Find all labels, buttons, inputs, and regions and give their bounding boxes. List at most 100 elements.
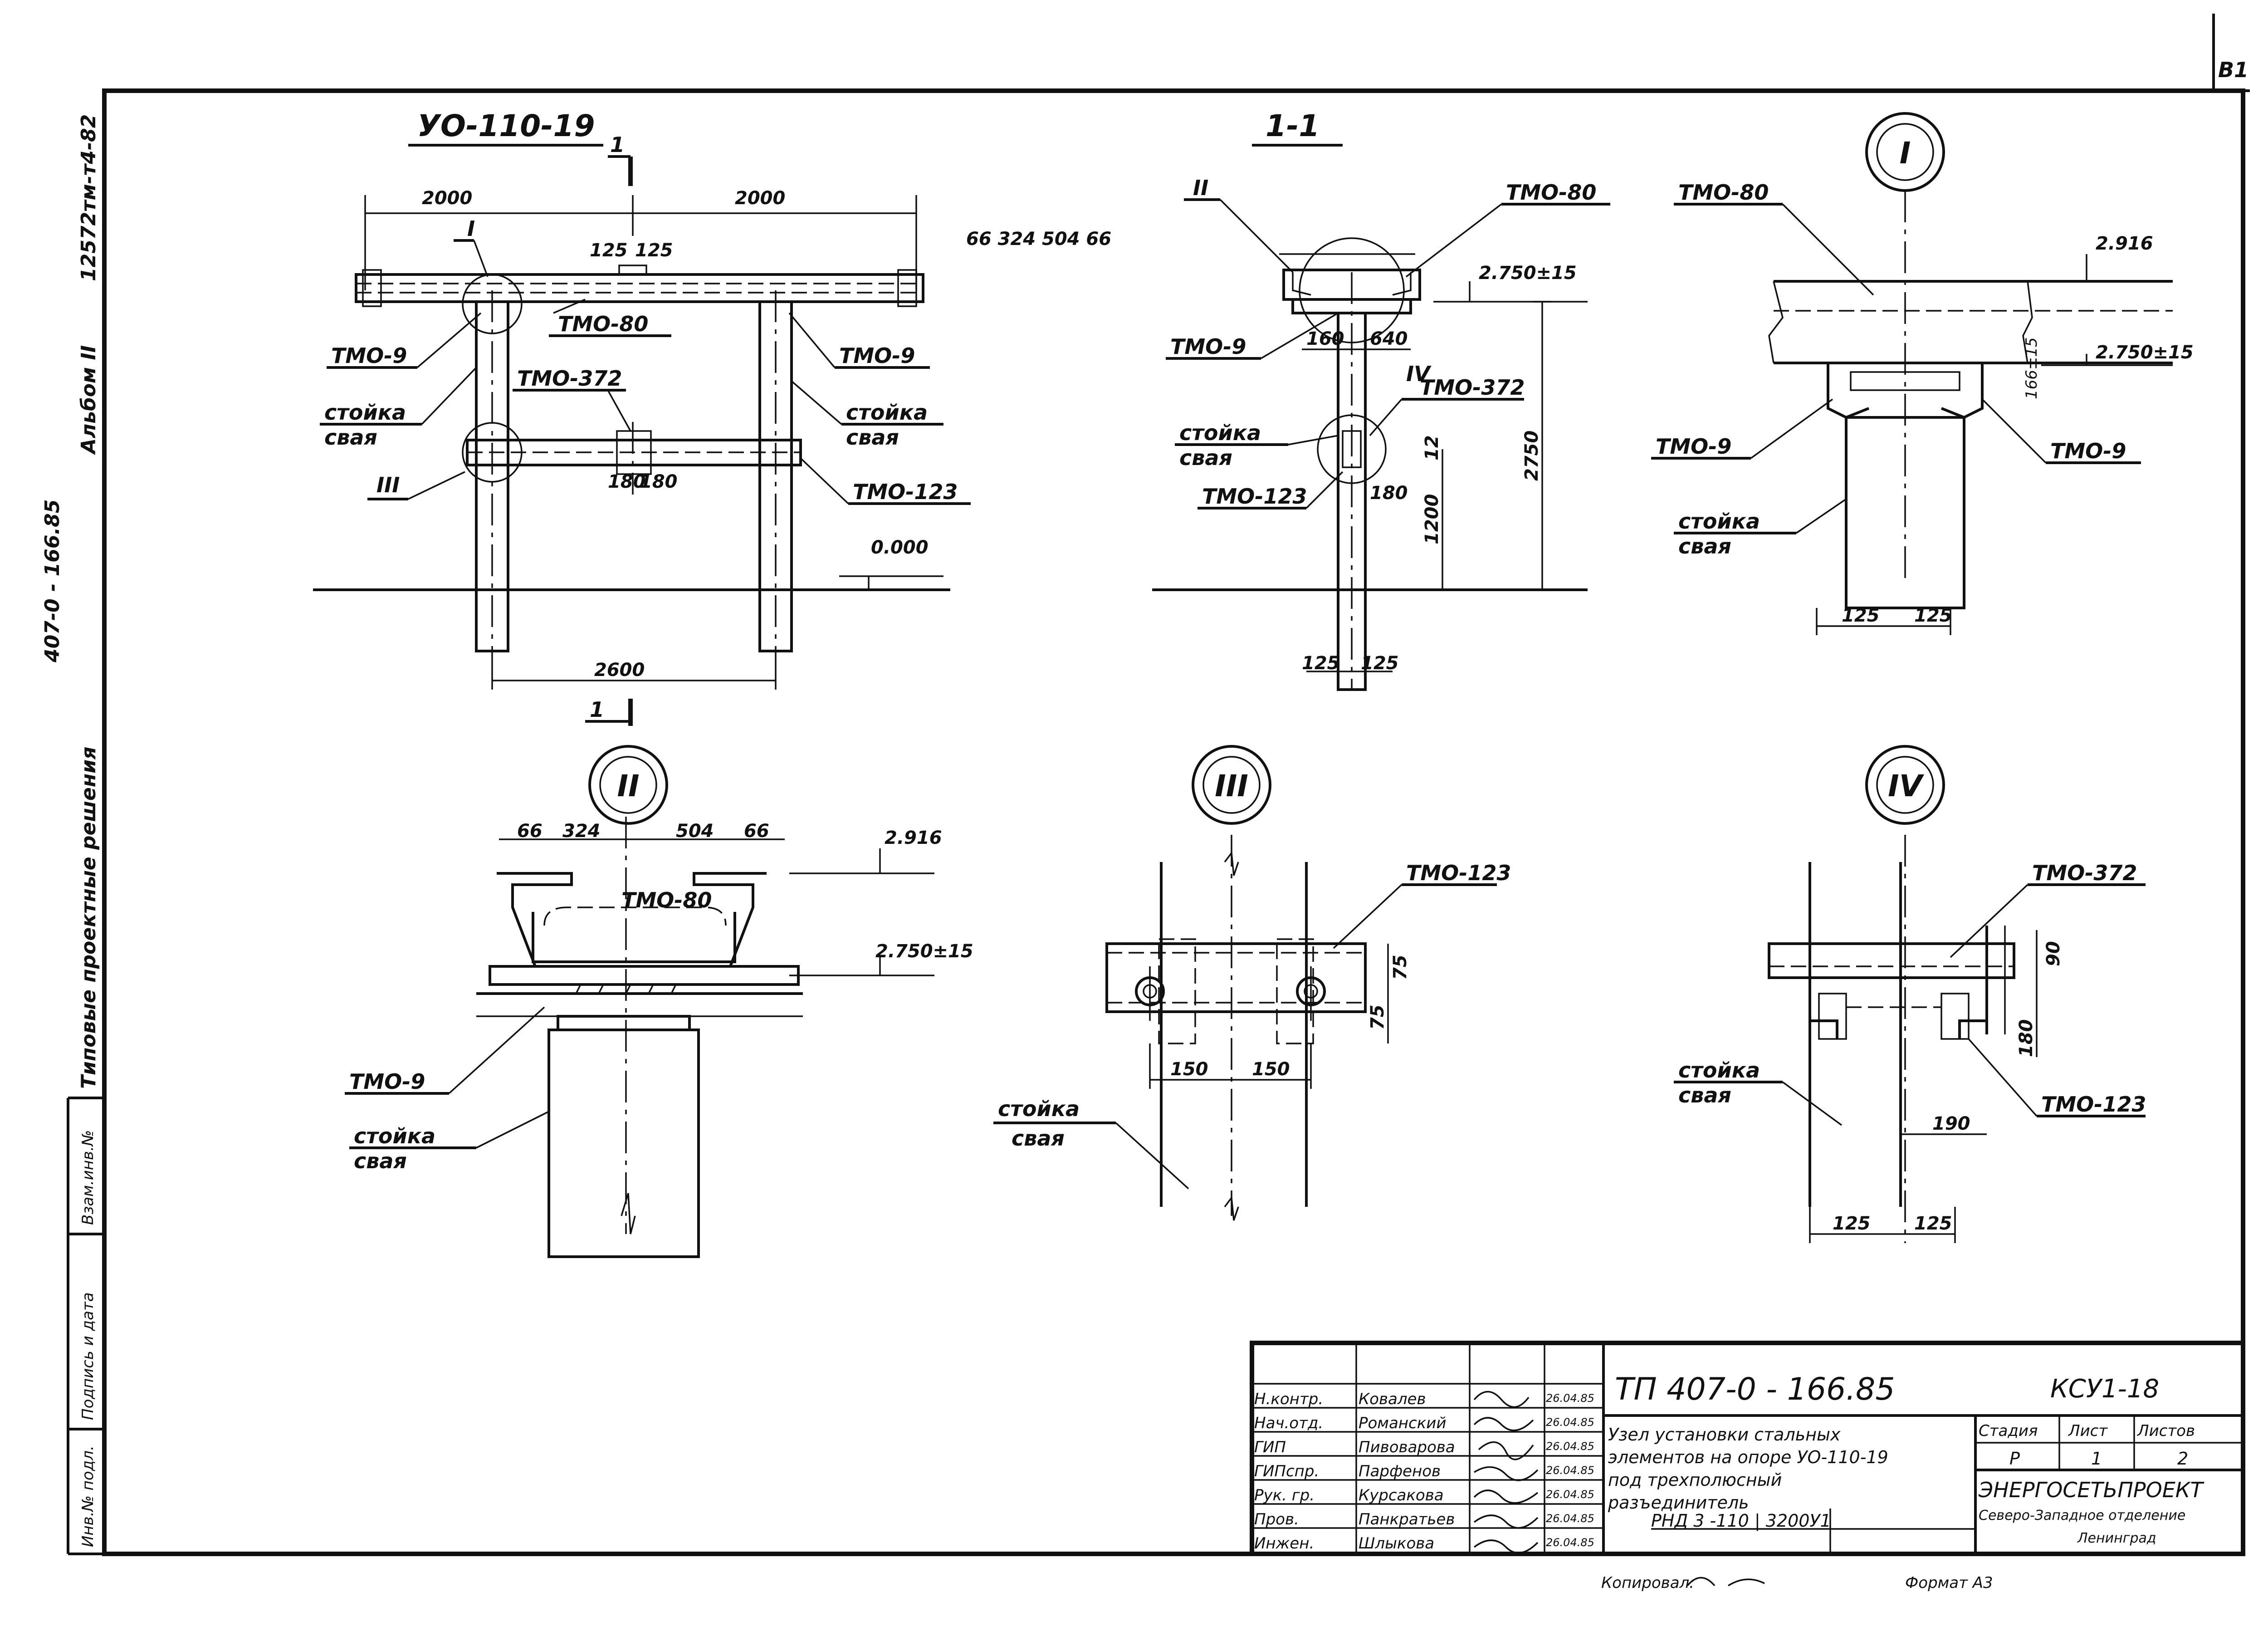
detail-II-roman: II — [617, 769, 639, 803]
label-tmo123-main: ТМО-123 — [853, 480, 958, 504]
desc-line-3: под трехполюсный — [1608, 1470, 1782, 1490]
section-1-1: 1-1 66 324 504 66 II ТМО-80 2.750±15 160… — [966, 108, 1610, 691]
date-inzhen: 26.04.85 — [1546, 1536, 1594, 1549]
label-stoika-left: стойка — [324, 400, 406, 425]
date-rukgr: 26.04.85 — [1546, 1488, 1594, 1501]
dim-160: 160 — [1306, 328, 1344, 349]
album-number-text: Альбом II — [77, 345, 100, 455]
signature-mark — [1473, 1391, 1530, 1408]
label-tmo372-detailIV: ТМО-372 — [2032, 861, 2137, 885]
level-2916-detailII: 2.916 — [885, 828, 942, 848]
label-stoika-detailII: стойка — [354, 1124, 435, 1148]
dim-180-b: 180 — [640, 471, 678, 492]
label-svaya-detailI: свая — [1678, 534, 1731, 558]
mark-III-main: III — [376, 473, 400, 497]
name-prov: Панкратьев — [1359, 1510, 1455, 1528]
sheets-value: 2 — [2177, 1449, 2188, 1469]
label-tmo80-detailI: ТМО-80 — [1678, 180, 1769, 205]
name-gip: Пивоварова — [1359, 1438, 1455, 1456]
label-svaya-right: свая — [846, 425, 899, 450]
format-label: Формат А3 — [1905, 1574, 1993, 1592]
dim-504: 504 — [676, 821, 714, 842]
dim-12: 12 — [1422, 435, 1442, 460]
dim-125-b: 125 — [635, 240, 673, 261]
dim-180-a: 180 — [608, 471, 646, 492]
dim-324: 324 — [562, 821, 601, 842]
signature-mark — [1473, 1417, 1534, 1431]
name-inzhen: Шлыкова — [1359, 1534, 1434, 1553]
label-tmo80-main: ТМО-80 — [558, 312, 648, 336]
label-tmo9-section: ТМО-9 — [1170, 334, 1246, 359]
main-view-title: УО-110-19 — [417, 108, 595, 143]
dim-2600: 2600 — [594, 660, 645, 681]
role-nachotd: Нач.отд. — [1254, 1414, 1323, 1432]
desc-line-4: разъединитель — [1608, 1493, 1749, 1513]
name-rukgr: Курсакова — [1359, 1486, 1444, 1504]
detail-I: I ТМО-80 2.916 2.750±15 166±15 ТМО-9 ТМО… — [1651, 112, 2194, 635]
signature-mark — [1473, 1539, 1539, 1554]
section-mark-bottom: 1 — [590, 697, 604, 722]
signature-mark — [1478, 1441, 1534, 1460]
album-code-text: 12572тм-т4-82 — [77, 114, 100, 281]
dim-2750: 2750 — [1521, 431, 1542, 481]
detail-II: II 66 324 504 66 2.916 2.750±15 ТМО-80 Т… — [345, 745, 973, 1258]
dim-180-detailIV: 180 — [2016, 1019, 2037, 1058]
main-view: УО-110-19 2000 2000 125 125 1 1 — [313, 108, 971, 726]
dim-left-2000: 2000 — [422, 188, 472, 209]
detail-IV-roman: IV — [1888, 769, 1925, 803]
dim-75-b: 75 — [1367, 1004, 1388, 1030]
role-nkontr: Н.контр. — [1254, 1390, 1323, 1408]
dim-180-section: 180 — [1370, 483, 1408, 504]
date-prov: 26.04.85 — [1546, 1512, 1594, 1525]
dim-125-detailI-b: 125 — [1914, 605, 1952, 626]
level-0-000: 0.000 — [871, 537, 929, 558]
label-tmo9-detailI-right: ТМО-9 — [2050, 439, 2126, 463]
label-tmo123-detailIII: ТМО-123 — [1406, 861, 1511, 885]
dim-66-b: 66 — [744, 821, 769, 842]
page-corner-label: B1 — [2218, 58, 2248, 82]
title-block: Н.контр. Ковалев 26.04.85 Нач.отд. Роман… — [1250, 1341, 2245, 1556]
label-stoika-right: стойка — [846, 400, 928, 425]
dim-190: 190 — [1932, 1113, 1970, 1134]
label-svaya-detailIII: свая — [1012, 1126, 1065, 1151]
label-tmo9-detailI-left: ТМО-9 — [1656, 434, 1731, 459]
role-prov: Пров. — [1254, 1510, 1299, 1528]
stage-label: Стадия — [1979, 1422, 2038, 1440]
mark-I-main: I — [467, 216, 475, 241]
dim-125-section-b: 125 — [1361, 653, 1399, 674]
label-tmo123-detailIV: ТМО-123 — [2041, 1092, 2146, 1117]
level-2750-detailII: 2.750±15 — [875, 941, 973, 962]
sheet-code: КСУ1-18 — [2050, 1374, 2159, 1404]
section-title: 1-1 — [1266, 108, 1320, 143]
side-stamp-replace: Взам.инв.№ — [79, 1130, 97, 1225]
signature-mark — [1474, 1466, 1539, 1481]
level-2750-section: 2.750±15 — [1479, 263, 1577, 284]
mark-II-section: II — [1193, 176, 1208, 200]
copied-label: Копировал: — [1601, 1574, 1695, 1592]
section-mark-top: 1 — [610, 132, 625, 157]
label-stoika-detailIV: стойка — [1678, 1058, 1760, 1083]
label-tmo9-right: ТМО-9 — [839, 343, 915, 368]
date-nkontr: 26.04.85 — [1546, 1392, 1594, 1405]
dim-150-a: 150 — [1170, 1059, 1208, 1080]
label-svaya-detailII: свая — [354, 1149, 407, 1173]
stage-value: Р — [2009, 1449, 2020, 1469]
label-tmo123-section: ТМО-123 — [1202, 484, 1307, 509]
side-stamp-sign: Подпись и дата — [79, 1292, 97, 1420]
dim-right-2000: 2000 — [735, 188, 785, 209]
album-side-block: Типовые проектные решения 407-0 - 166.85… — [41, 114, 100, 1547]
dim-125-a: 125 — [590, 240, 628, 261]
role-gip: ГИП — [1254, 1438, 1286, 1456]
dim-75-a: 75 — [1390, 955, 1411, 980]
label-stoika-detailI: стойка — [1678, 509, 1760, 534]
detail-I-roman: I — [1900, 136, 1911, 171]
sheets-label: Листов — [2136, 1422, 2195, 1440]
dim-125-detailI-a: 125 — [1842, 605, 1880, 626]
label-svaya-left: свая — [324, 425, 377, 450]
label-tmo9-detailII: ТМО-9 — [349, 1069, 425, 1094]
label-svaya-detailIV: свая — [1678, 1083, 1731, 1107]
dim-125-section-a: 125 — [1302, 653, 1340, 674]
label-tmo9-left: ТМО-9 — [331, 343, 407, 368]
label-tmo372-section: ТМО-372 — [1420, 375, 1525, 400]
